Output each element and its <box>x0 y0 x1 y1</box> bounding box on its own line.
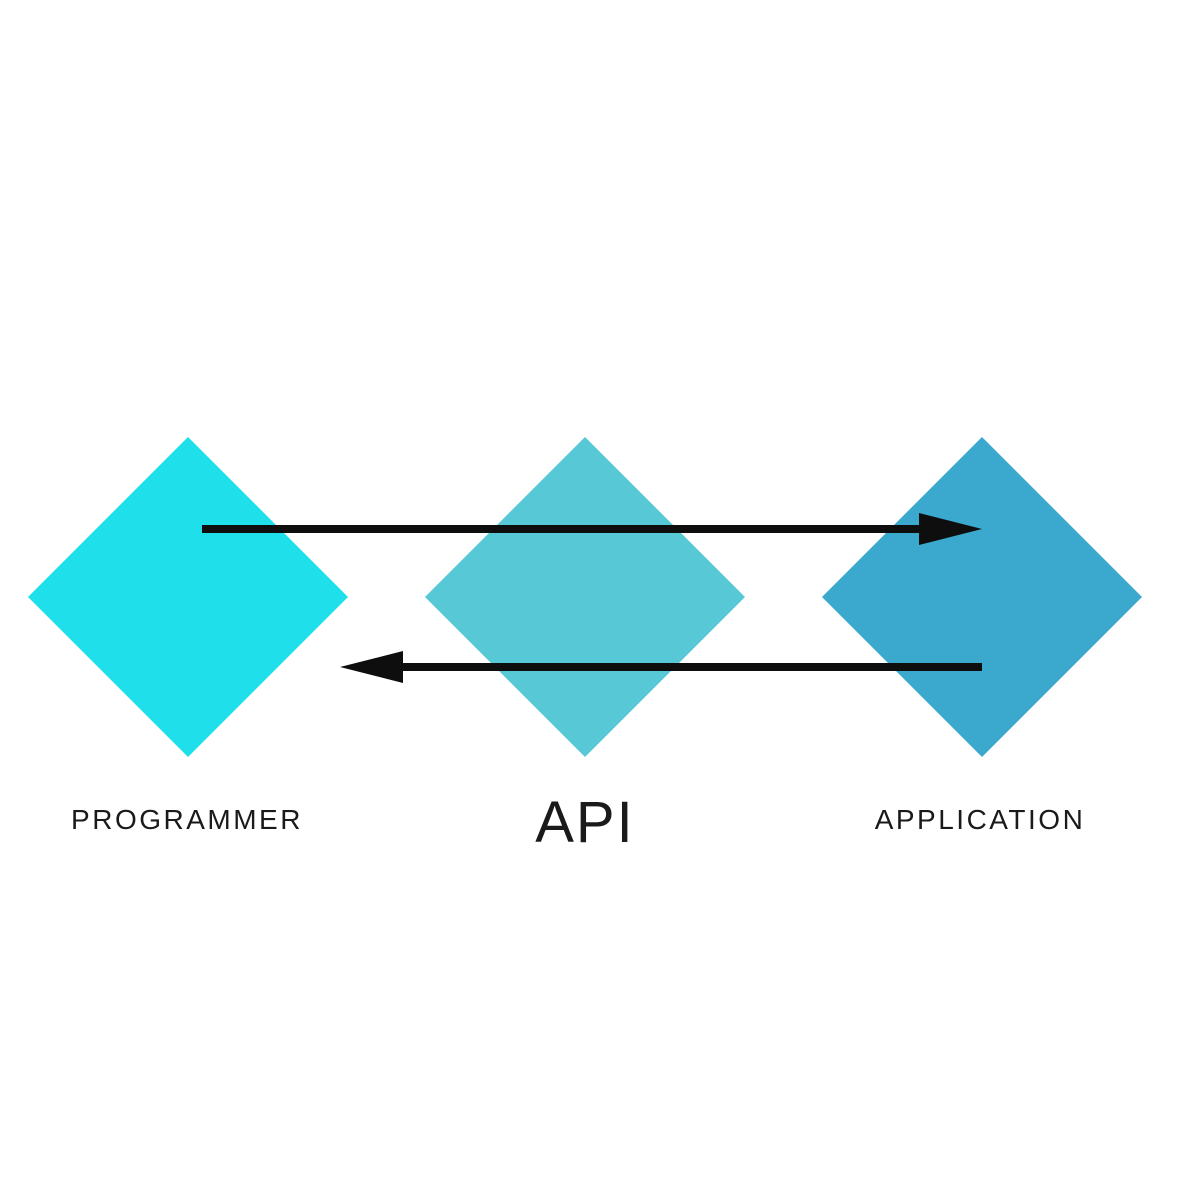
bottom-arrow <box>340 651 982 683</box>
application-diamond <box>822 437 1142 757</box>
top-arrow <box>202 513 982 545</box>
bottom-arrowhead-left-icon <box>340 651 403 683</box>
api-label: API <box>535 790 635 855</box>
api-diamond <box>425 437 745 757</box>
top-arrowhead-right-icon <box>919 513 982 545</box>
programmer-label: PROGRAMMER <box>71 804 303 835</box>
programmer-diamond <box>28 437 348 757</box>
application-label: APPLICATION <box>875 804 1086 835</box>
